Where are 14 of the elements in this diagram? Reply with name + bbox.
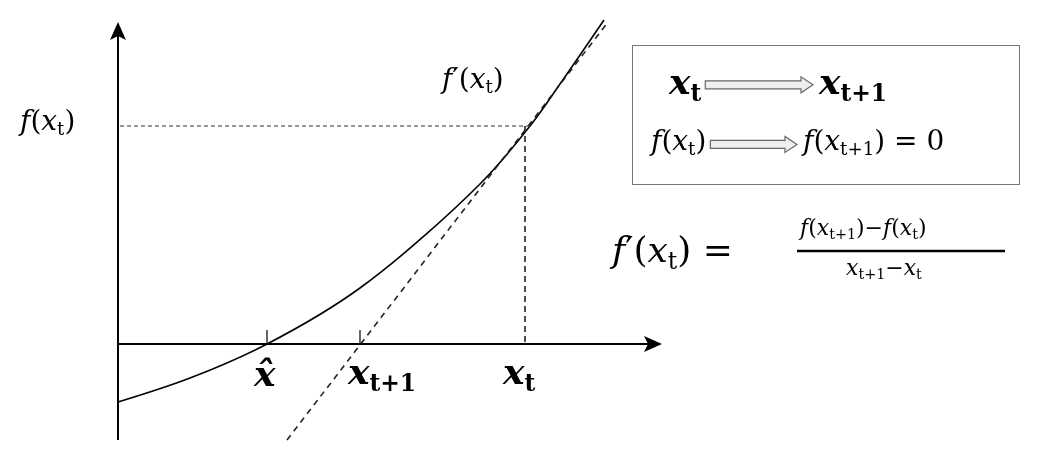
- hollow-arrow: [704, 75, 815, 94]
- derivative-label: f′(x$_{t}$): [442, 64, 504, 95]
- tick-label: x$_{t+1}$: [348, 352, 417, 392]
- function-value-label: f(x$_{t}$): [20, 106, 76, 137]
- root-label: x̂: [254, 354, 276, 394]
- hollow-arrow: [709, 135, 799, 154]
- function-text: f(x$_{t}$): [651, 126, 707, 157]
- function-text: f(x$_{t+1}$) = 0: [803, 126, 945, 157]
- variable-text: x$_{t}$: [669, 62, 702, 102]
- tick-label: x$_{t}$: [503, 352, 536, 392]
- numerator-text: f(x$_{t+1}$)−f(x$_{t}$): [800, 216, 927, 241]
- variable-text: x$_{t+1}$: [819, 62, 888, 102]
- formula-box: [632, 45, 1020, 185]
- denominator-text: x$_{t+1}$−x$_{t}$: [846, 256, 922, 281]
